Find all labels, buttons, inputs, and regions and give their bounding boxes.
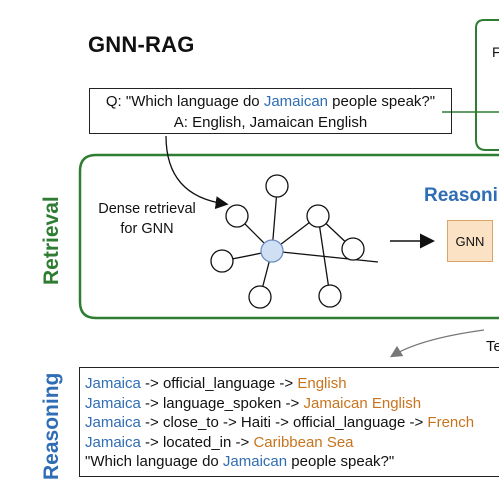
reasoning-path: Jamaica -> close_to -> Haiti -> official… [85, 414, 475, 431]
final-question-line: "Which language do Jamaican people speak… [85, 453, 395, 470]
dense-retrieval-label: Dense retrieval for GNN [98, 201, 196, 237]
graph-node [306, 204, 330, 228]
graph-node [248, 285, 272, 309]
graph-node [318, 284, 342, 308]
te-label: Te [486, 338, 499, 355]
question-entity: Jamaican [263, 93, 329, 110]
retrieval-section-label: Retrieval [40, 196, 63, 285]
top-right-label: F [492, 44, 499, 60]
page-title: GNN-RAG [88, 32, 195, 57]
reasoning-path: Jamaica -> official_language -> English [85, 375, 347, 392]
question-line: Q: "Which language do Jamaican people sp… [105, 93, 436, 110]
gnn-box: GNN [447, 220, 493, 262]
reasoning-header: Reasoning [424, 185, 499, 206]
reasoning-path: Jamaica -> located_in -> Caribbean Sea [85, 433, 354, 451]
graph-nodes [210, 174, 365, 309]
graph-node [210, 249, 234, 273]
gnn-to-paths-arrow [389, 329, 485, 358]
graph-node [265, 174, 289, 198]
question-to-graph-arrow [165, 135, 229, 210]
graph-node [341, 237, 365, 261]
reasoning-paths-box: Jamaica -> official_language -> English … [79, 367, 499, 477]
retrieval-box [78, 153, 499, 320]
reasoning-path: Jamaica -> language_spoken -> Jamaican E… [85, 394, 422, 412]
top-right-frame [475, 19, 499, 151]
question-answer-box: Q: "Which language do Jamaican people sp… [89, 88, 452, 134]
answer-line: A: English, Jamaican English [173, 114, 368, 131]
graph-node-center [260, 239, 284, 263]
reasoning-section-label: Reasoning [40, 372, 63, 480]
graph-node [225, 204, 249, 228]
